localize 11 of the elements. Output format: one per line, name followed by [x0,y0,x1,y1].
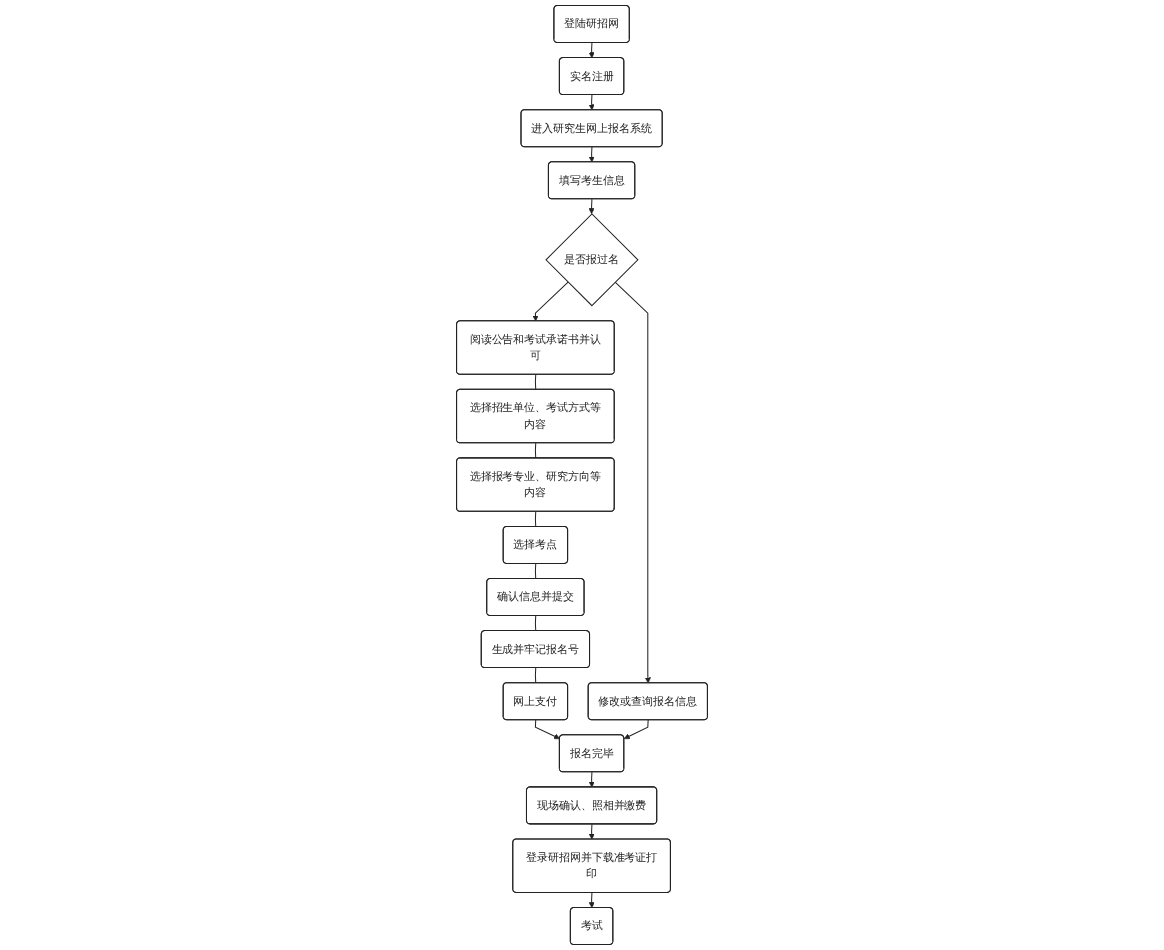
arrow [532,281,569,322]
arrow [534,719,560,740]
arrow [588,771,595,788]
arrow [588,823,595,840]
arrow [588,198,595,215]
arrow [588,146,595,163]
arrow [623,719,649,740]
arrow [588,94,595,111]
arrow [588,42,595,59]
arrow [588,892,595,909]
arrow [614,281,651,684]
